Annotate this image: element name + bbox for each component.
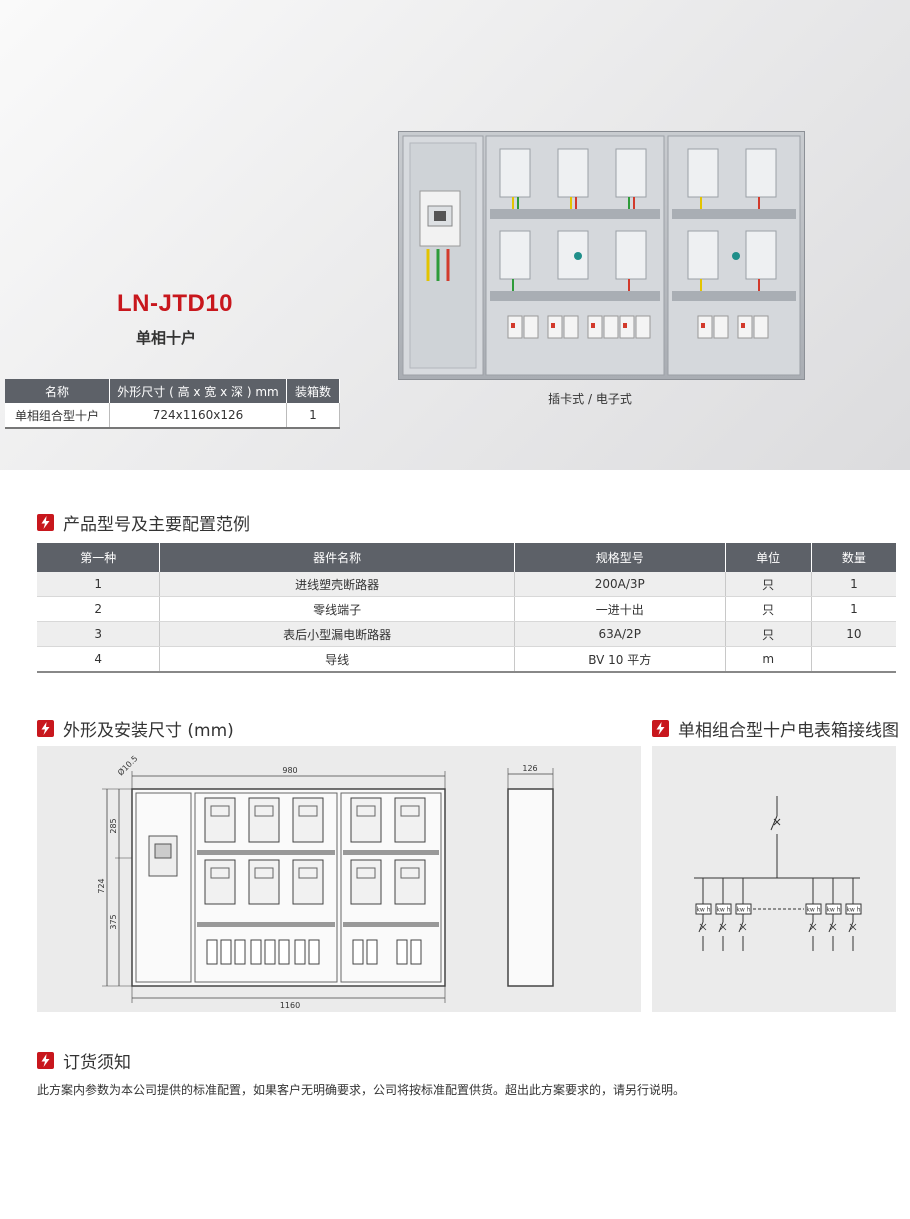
product-subtitle: 单相十户	[136, 329, 197, 347]
meter-label: kw h	[716, 907, 730, 914]
wiring-title-text: 单相组合型十户电表箱接线图	[678, 721, 899, 741]
spec-cell-size: 724x1160x126	[109, 403, 287, 429]
table-cell: 零线端子	[159, 596, 515, 622]
meter-label: kw h	[696, 907, 710, 914]
config-header: 数量	[811, 543, 896, 572]
dim-lower-height: 375	[109, 914, 118, 929]
spec-cell-name: 单相组合型十户	[5, 403, 110, 429]
table-cell: 4	[37, 646, 161, 673]
dimension-title-text: 外形及安装尺寸 (mm)	[63, 721, 234, 741]
dim-upper-height: 285	[109, 818, 118, 833]
spec-cell-qty: 1	[286, 403, 340, 429]
config-header: 器件名称	[159, 543, 515, 572]
table-cell: 导线	[159, 646, 515, 673]
table-cell: 只	[725, 572, 812, 597]
dimension-drawing-panel: 980 1160 724 285 375 Ø10.5 126	[37, 746, 641, 1012]
table-row: 1 进线塑壳断路器 200A/3P 只 1	[37, 572, 896, 597]
config-table: 第一种 器件名称 规格型号 单位 数量 1 进线塑壳断路器 200A/3P 只 …	[37, 543, 896, 673]
table-cell: m	[725, 646, 812, 673]
table-cell: 200A/3P	[514, 572, 726, 597]
config-header: 单位	[725, 543, 812, 572]
config-table-header: 第一种 器件名称 规格型号 单位 数量	[37, 543, 896, 572]
dim-total-height: 724	[97, 878, 106, 893]
bolt-icon	[37, 1052, 54, 1069]
spec-header-size: 外形尺寸 ( 高 x 宽 x 深 ) mm	[109, 379, 287, 403]
product-model: LN-JTD10	[117, 290, 234, 317]
order-title-text: 订货须知	[63, 1053, 131, 1073]
spec-header-qty: 装箱数	[286, 379, 340, 403]
config-title-text: 产品型号及主要配置范例	[63, 515, 250, 535]
bolt-icon	[37, 720, 54, 737]
table-cell: 只	[725, 621, 812, 647]
table-cell: 进线塑壳断路器	[159, 572, 515, 597]
photo-caption: 插卡式 / 电子式	[548, 392, 632, 406]
table-cell	[811, 646, 896, 673]
table-cell: 1	[37, 572, 161, 597]
bolt-icon	[37, 514, 54, 531]
order-notes-text: 此方案内参数为本公司提供的标准配置，如果客户无明确要求，公司将按标准配置供货。超…	[37, 1083, 686, 1097]
dim-bottom-width: 1160	[280, 1001, 300, 1010]
dim-depth: 126	[522, 764, 537, 773]
table-row: 2 零线端子 一进十出 只 1	[37, 596, 896, 622]
table-cell: 10	[811, 621, 896, 647]
config-section-title: 产品型号及主要配置范例	[37, 510, 250, 535]
order-section-title: 订货须知	[37, 1048, 131, 1073]
meter-label: kw h	[736, 907, 750, 914]
table-cell: 只	[725, 596, 812, 622]
table-cell: 一进十出	[514, 596, 726, 622]
table-cell: 2	[37, 596, 161, 622]
wiring-diagram-panel: kw h kw h kw h kw h kw h kw h	[652, 746, 896, 1012]
dim-top-width: 980	[282, 766, 297, 775]
table-cell: BV 10 平方	[514, 646, 726, 673]
table-row: 3 表后小型漏电断路器 63A/2P 只 10	[37, 621, 896, 647]
table-cell: 1	[811, 572, 896, 597]
spec-table: 名称 外形尺寸 ( 高 x 宽 x 深 ) mm 装箱数 单相组合型十户 724…	[5, 379, 340, 429]
dimension-section-title: 外形及安装尺寸 (mm)	[37, 716, 234, 741]
spec-header-name: 名称	[5, 379, 110, 403]
bolt-icon	[652, 720, 669, 737]
hero-banner: LN-JTD10 单相十户 名称 外形尺寸 ( 高 x 宽 x 深 ) mm 装…	[0, 0, 910, 470]
wiring-section-title: 单相组合型十户电表箱接线图	[652, 716, 899, 741]
dim-hole: Ø10.5	[115, 753, 139, 777]
config-header: 第一种	[37, 543, 161, 572]
meter-label: kw h	[806, 907, 820, 914]
table-cell: 3	[37, 621, 161, 647]
meter-label: kw h	[826, 907, 840, 914]
table-cell: 表后小型漏电断路器	[159, 621, 515, 647]
meter-label: kw h	[846, 907, 860, 914]
table-cell: 63A/2P	[514, 621, 726, 647]
product-photo	[397, 130, 806, 381]
table-row: 4 导线 BV 10 平方 m	[37, 646, 896, 673]
config-header: 规格型号	[514, 543, 726, 572]
table-cell: 1	[811, 596, 896, 622]
